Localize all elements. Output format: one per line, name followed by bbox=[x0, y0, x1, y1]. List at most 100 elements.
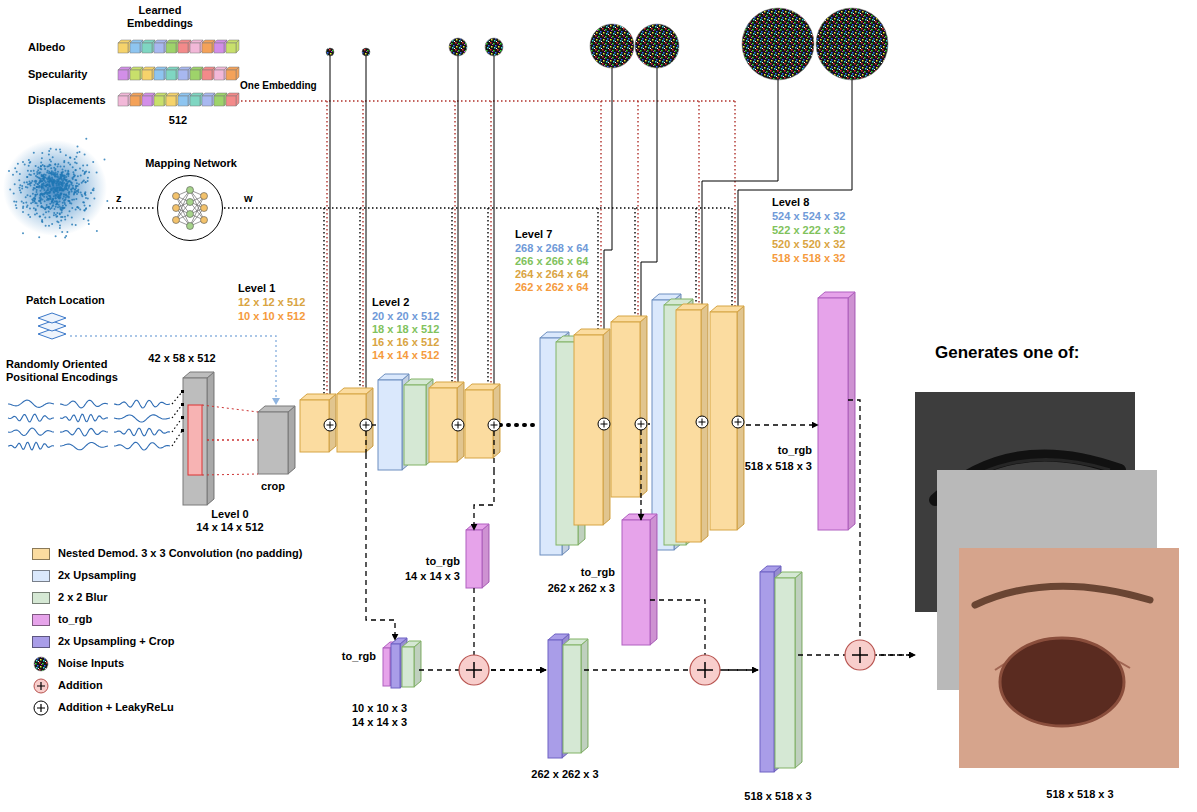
encoding-wires bbox=[172, 392, 182, 446]
sample-dot bbox=[32, 189, 34, 191]
embedding-cell bbox=[166, 67, 179, 80]
sample-dot bbox=[51, 223, 53, 225]
embedding-cell bbox=[202, 40, 215, 53]
sample-dot bbox=[41, 221, 43, 223]
legend-text: 2 x 2 Blur bbox=[58, 591, 108, 604]
sample-dot bbox=[48, 198, 50, 200]
level-block: Level 8524 x 524 x 32522 x 222 x 32520 x… bbox=[650, 294, 746, 552]
sample-dot bbox=[36, 213, 38, 215]
sample-dot bbox=[45, 225, 47, 227]
layer-slab bbox=[848, 292, 855, 530]
node-heading: crop bbox=[261, 480, 285, 493]
sample-dot bbox=[58, 197, 60, 199]
sample-dot bbox=[48, 153, 50, 155]
sample-dot bbox=[59, 188, 61, 190]
sample-dot bbox=[31, 198, 33, 200]
layer-slab bbox=[337, 388, 373, 394]
positional-encodings bbox=[8, 400, 170, 450]
layer-slab bbox=[650, 514, 657, 645]
plus-sign bbox=[37, 704, 45, 712]
sample-dot bbox=[76, 193, 78, 195]
leaky-add-op bbox=[598, 418, 610, 430]
legend-swatch bbox=[32, 614, 50, 626]
sample-dot bbox=[66, 184, 68, 186]
layer-slab bbox=[563, 639, 588, 645]
sample-dot bbox=[36, 173, 38, 175]
sample-dot bbox=[48, 199, 50, 201]
embedding-cell bbox=[226, 43, 236, 53]
sample-dot bbox=[42, 164, 44, 166]
level-block: Level 7268 x 268 x 64266 x 266 x 64264 x… bbox=[538, 316, 648, 500]
wave-line bbox=[60, 414, 108, 422]
sample-dot bbox=[40, 186, 42, 188]
embedding-cell bbox=[166, 96, 176, 106]
sample-dot bbox=[41, 157, 43, 159]
sample-dot bbox=[71, 199, 73, 201]
layer-slab bbox=[402, 641, 421, 687]
sample-dot bbox=[65, 184, 67, 186]
sample-dot bbox=[59, 213, 61, 215]
embedding-cell bbox=[178, 43, 188, 53]
patch-wire bbox=[70, 336, 280, 405]
sample-dot bbox=[71, 182, 73, 184]
sample-dot bbox=[36, 191, 38, 193]
sample-dot bbox=[76, 206, 78, 208]
sample-dot bbox=[51, 207, 53, 209]
sample-dot bbox=[32, 201, 34, 203]
embedding-cell bbox=[118, 40, 131, 53]
sample-dot bbox=[62, 185, 64, 187]
layer-slab bbox=[429, 382, 464, 388]
sample-dot bbox=[25, 202, 27, 204]
layer-slab bbox=[581, 639, 588, 753]
sample-dot bbox=[43, 185, 45, 187]
variable-label: z bbox=[116, 192, 122, 205]
sample-dot bbox=[34, 181, 36, 183]
sample-dot bbox=[77, 175, 79, 177]
sample-dot bbox=[34, 184, 36, 186]
layer-slab bbox=[574, 335, 603, 525]
sample-dot bbox=[43, 189, 45, 191]
sample-dot bbox=[48, 206, 50, 208]
sample-dot bbox=[68, 184, 70, 186]
sample-dot bbox=[32, 199, 34, 201]
sample-dot bbox=[71, 224, 73, 226]
dimension-label: 264 x 264 x 64 bbox=[515, 268, 588, 281]
sample-dot bbox=[60, 182, 62, 184]
sample-dot bbox=[59, 213, 61, 215]
sample-dot bbox=[61, 183, 63, 185]
layer-slab bbox=[574, 329, 610, 525]
sample-dot bbox=[59, 176, 61, 178]
sample-dot bbox=[73, 199, 75, 201]
add-op bbox=[690, 655, 720, 685]
network-icon bbox=[201, 217, 208, 224]
sample-dot bbox=[60, 176, 62, 178]
network-icon bbox=[173, 205, 180, 212]
leaky-add-op bbox=[635, 418, 647, 430]
sample-dot bbox=[25, 186, 27, 188]
sample-dot bbox=[54, 187, 56, 189]
sample-dot bbox=[37, 169, 39, 171]
embedding-cell bbox=[226, 96, 236, 106]
embedding-cell bbox=[118, 67, 131, 70]
connector bbox=[584, 669, 758, 670]
embedding-cell bbox=[214, 40, 227, 43]
sample-dot bbox=[96, 230, 98, 232]
sample-dot bbox=[55, 197, 57, 199]
output-maps bbox=[975, 586, 1150, 605]
leaky-add-op bbox=[635, 418, 647, 430]
sample-dot bbox=[64, 188, 66, 190]
embedding-cell bbox=[154, 70, 164, 80]
wave-line bbox=[8, 442, 54, 450]
sample-dot bbox=[36, 186, 38, 188]
embedding-cell bbox=[226, 93, 239, 106]
sample-dot bbox=[28, 165, 30, 167]
sample-dot bbox=[47, 206, 49, 208]
sample-dot bbox=[24, 163, 26, 165]
layer-slab bbox=[622, 514, 657, 645]
output-maps bbox=[915, 392, 1179, 768]
embedding-cell bbox=[190, 96, 200, 106]
sample-dot bbox=[58, 221, 60, 223]
crop-window bbox=[188, 405, 202, 475]
legend-text: Addition bbox=[58, 679, 103, 692]
node-heading: to_rgb bbox=[426, 555, 460, 568]
